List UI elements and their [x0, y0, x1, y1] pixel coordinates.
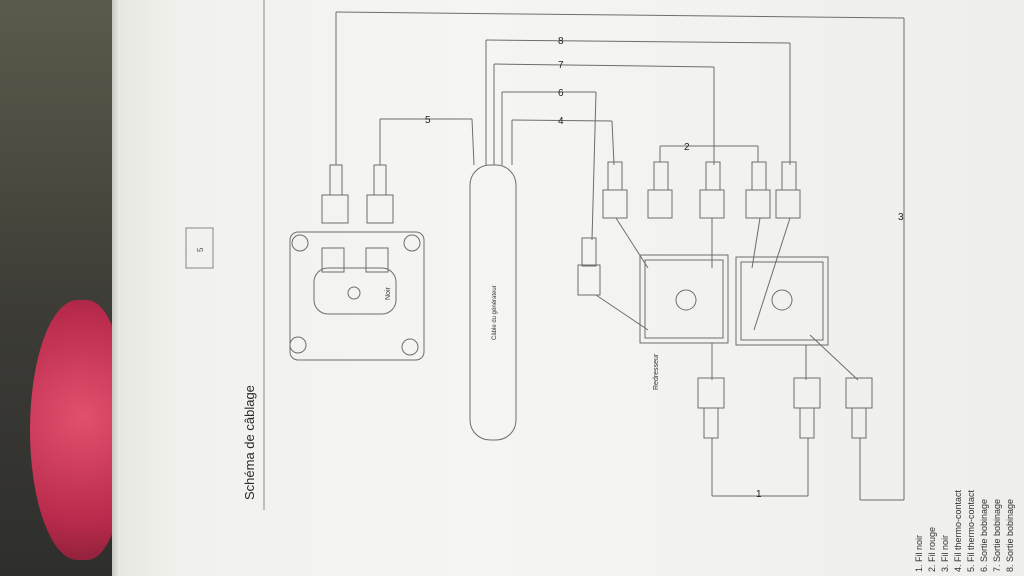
small-box-label: 5	[196, 247, 205, 252]
wire-number-6: 6	[558, 88, 564, 99]
document-title: Schéma de câblage	[242, 385, 257, 500]
pink-object	[30, 300, 125, 560]
legend-item: 6. Sortie bobinage	[979, 499, 989, 572]
legend-item: 2. Fil rouge	[927, 527, 937, 572]
legend-item: 8. Sortie bobinage	[1005, 499, 1015, 572]
legend-item: 1. Fil noir	[914, 535, 924, 572]
wire-number-3: 3	[898, 212, 904, 223]
wire-number-5: 5	[425, 115, 431, 126]
svg-text:Schéma de câblage: Schéma de câblage	[242, 385, 257, 500]
svg-text:Noir: Noir	[385, 286, 392, 300]
wire-number-7: 7	[558, 60, 564, 71]
legend-item: 3. Fil noir	[940, 535, 950, 572]
wire-number-4: 4	[558, 116, 564, 127]
svg-text:Redresseur: Redresseur	[653, 353, 660, 390]
legend-item: 4. Fil thermo-contact	[953, 489, 963, 572]
legend: 1. Fil noir 2. Fil rouge 3. Fil noir 4. …	[914, 489, 1015, 572]
legend-item: 7. Sortie bobinage	[992, 499, 1002, 572]
cable-label: Câble du générateur	[492, 285, 498, 340]
svg-text:Câble du générateur: Câble du générateur	[492, 285, 498, 340]
wire-number-2: 2	[684, 142, 690, 153]
wire-number-8: 8	[558, 36, 564, 47]
legend-item: 5. Fil thermo-contact	[966, 489, 976, 572]
socket-label: Noir	[385, 286, 392, 300]
page-gutter	[112, 0, 120, 576]
wire-number-1: 1	[756, 489, 762, 500]
svg-text:5: 5	[196, 247, 205, 252]
rectifier-label: Redresseur	[653, 353, 660, 390]
